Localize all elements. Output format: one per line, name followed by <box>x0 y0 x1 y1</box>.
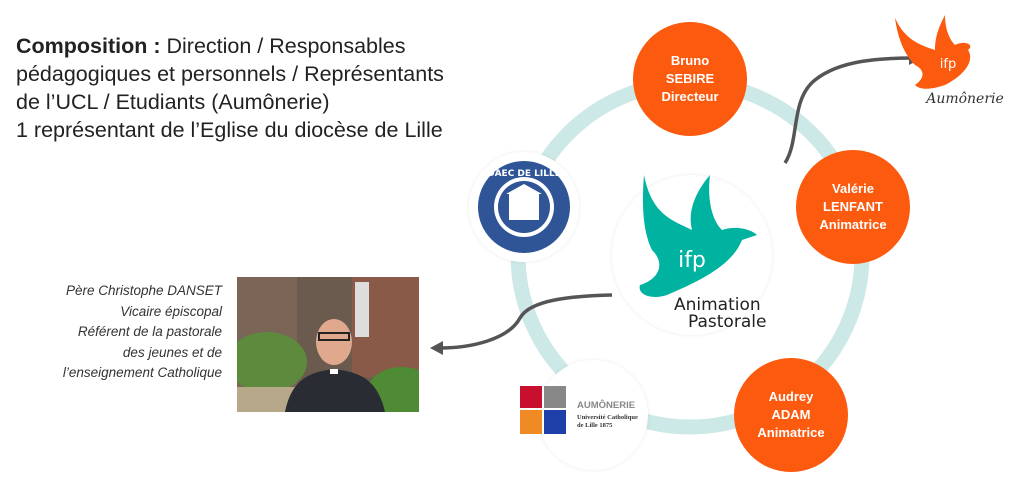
person-name: Père Christophe DANSET <box>65 283 222 298</box>
member-bruno-sebire: Bruno SEBIRE Directeur <box>633 22 747 136</box>
arrow-to-aumonerie <box>783 56 916 164</box>
person-photo <box>237 277 419 412</box>
aumonerie-ucl-logo <box>538 360 648 470</box>
member-first-name: Valérie <box>832 181 874 196</box>
person-title: l’enseignement Catholique <box>62 365 222 380</box>
member-last-name: ADAM <box>771 407 811 422</box>
arrowhead <box>909 51 922 65</box>
ifp-text: ifp <box>678 248 706 273</box>
composition-line: de l’UCL / Etudiants (Aumônerie) <box>16 90 330 114</box>
composition-line: Direction / Responsables <box>160 34 406 58</box>
member-role: Directeur <box>661 89 719 104</box>
dove-icon <box>639 175 757 297</box>
daec-text: DAEC DE LILLE <box>487 169 561 179</box>
composition-line: 1 représentant de l’Eglise du diocèse de… <box>16 118 443 142</box>
composition-line: pédagogiques et personnels / Représentan… <box>16 62 444 86</box>
member-valerie-lenfant: Valérie LENFANT Animatrice <box>796 150 910 264</box>
ifp-animation-pastorale-logo: ifp Animation Pastorale <box>612 175 772 335</box>
composition-label: Composition : <box>16 34 161 58</box>
arrow-to-person <box>439 293 613 350</box>
member-role: Animatrice <box>757 425 825 440</box>
composition-text: Composition : Direction / Responsables p… <box>16 32 516 144</box>
member-last-name: LENFANT <box>823 199 883 214</box>
person-title: Vicaire épiscopal <box>120 303 222 319</box>
member-role: Animatrice <box>819 217 887 232</box>
member-audrey-adam: Audrey ADAM Animatrice <box>734 358 848 472</box>
person-title: des jeunes et de <box>122 344 222 360</box>
member-first-name: Audrey <box>768 389 814 404</box>
person-caption: Père Christophe DANSET Vicaire épiscopal… <box>10 281 222 384</box>
member-last-name: SEBIRE <box>665 71 715 86</box>
member-first-name: Bruno <box>670 53 710 68</box>
logo-text: Animation <box>674 295 761 315</box>
arrowhead <box>430 341 443 355</box>
person-title: Référent de la pastorale <box>77 324 222 339</box>
logo-text: Pastorale <box>688 312 766 332</box>
daec-logo: DAEC DE LILLE <box>469 152 579 262</box>
